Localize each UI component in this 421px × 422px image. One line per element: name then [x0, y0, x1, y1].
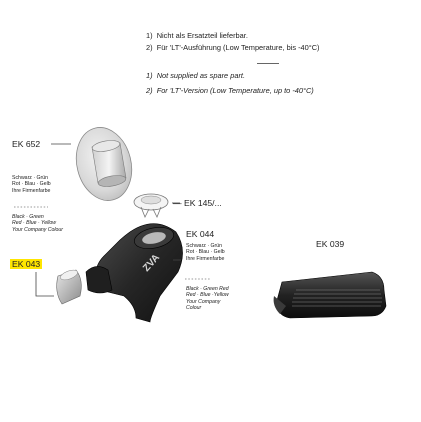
ek652-colors-en: Black · Green Red · Blue · Yellow Your C… — [12, 214, 64, 233]
ek044-colors-en: Black · Green Red Red · Blue ·Yellow You… — [186, 286, 229, 312]
ek652-part — [75, 127, 133, 201]
note-en-2: 2) For 'LT'-Version (Low Temperature, up… — [146, 86, 314, 95]
leader-lines — [35, 143, 181, 297]
ek039-label: EK 039 — [316, 239, 345, 249]
note-de-1: 1) Nicht als Ersatzteil lieferbar. — [146, 31, 248, 40]
separator-lines — [14, 206, 210, 280]
note-de-2: 2) Für 'LT'-Ausführung (Low Temperature,… — [146, 43, 320, 52]
ek652-label: EK 652 — [12, 139, 41, 149]
notes-separator — [257, 63, 279, 64]
ek044-label: EK 044 — [186, 229, 215, 239]
ek145-label: — EK 145/... — [173, 198, 222, 208]
ek039-part — [273, 271, 387, 319]
note-en-1: 1) Not supplied as spare part. — [146, 71, 246, 80]
ek043-part — [56, 269, 82, 305]
ek652-colors-de: Schwarz · Grün Rot · Blau · Gelb Ihre Fi… — [12, 175, 51, 194]
ek043-label: EK 043 — [10, 259, 43, 269]
ek145-part — [133, 193, 169, 218]
ek044-colors-de: Schwarz · Grün Rot · Blau · Gelb Ihre Fi… — [186, 243, 225, 262]
ek044-part: ZVA — [85, 223, 183, 323]
